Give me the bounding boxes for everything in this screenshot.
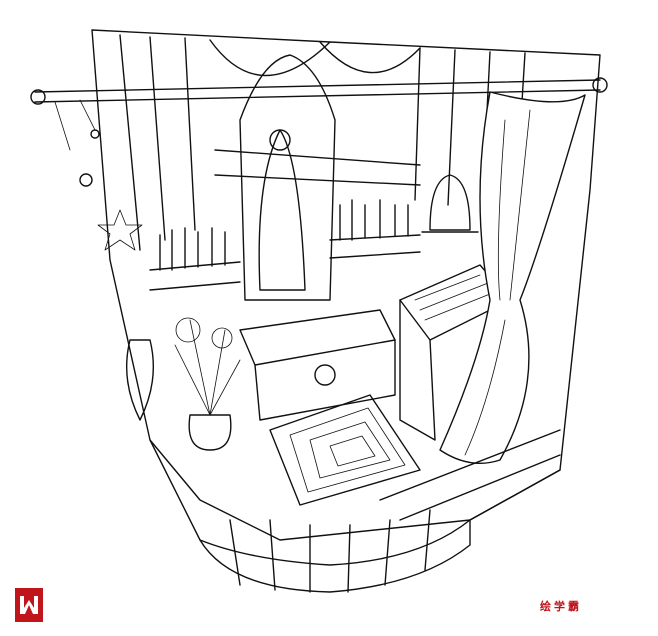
curtain-rod (34, 79, 601, 103)
bell-jar (421, 174, 479, 233)
vase (126, 339, 154, 421)
arch-window (209, 39, 331, 77)
plant-pot (188, 414, 232, 451)
altar-table (239, 309, 396, 366)
star-ornament (97, 209, 143, 251)
madonna-niche (239, 54, 336, 301)
brand-watermark-text: 绘学霸 (540, 600, 582, 613)
wall-planks (119, 34, 526, 251)
floor (149, 439, 561, 566)
floor-planks (229, 429, 561, 593)
candles-left (149, 227, 241, 291)
w-logo-icon (20, 596, 38, 614)
rug (269, 394, 421, 506)
candles-right (329, 199, 421, 259)
brand-logo (15, 588, 43, 622)
